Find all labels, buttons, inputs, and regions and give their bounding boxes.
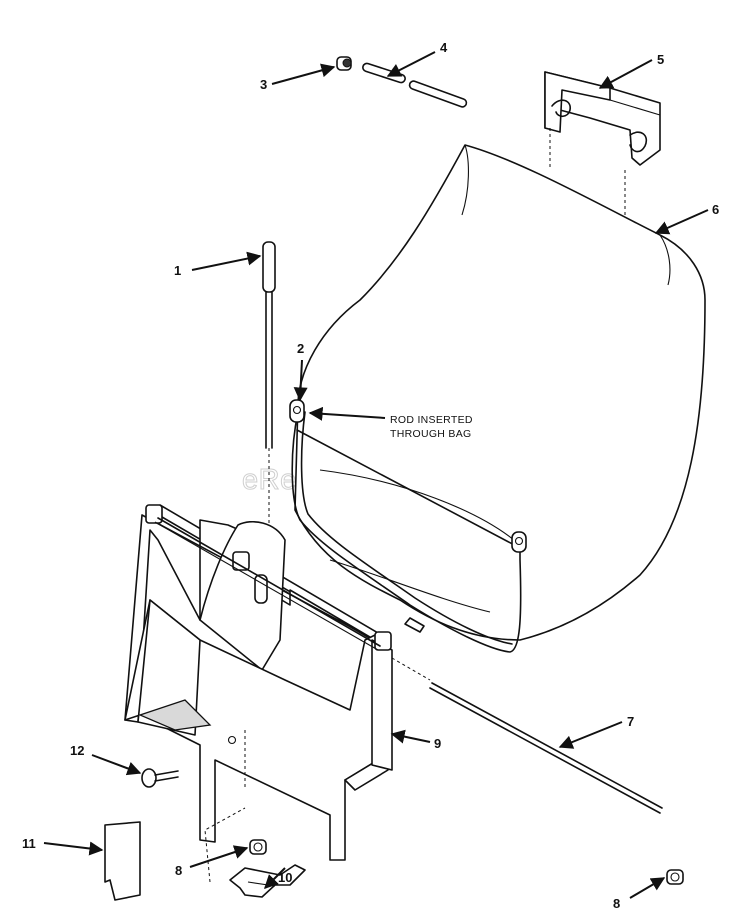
- callout-3: 3: [260, 77, 267, 92]
- chute-housing-part: [124, 504, 393, 861]
- callout-6: 6: [712, 202, 719, 217]
- callout-2: 2: [297, 341, 304, 356]
- callout-12: 12: [70, 743, 84, 758]
- callout-8-rod-nut: 8: [613, 896, 620, 911]
- nut-parts: [249, 839, 684, 885]
- bag-bracket-part: [544, 71, 661, 215]
- note-line-1: ROD INSERTED: [390, 414, 473, 426]
- callout-10: 10: [278, 870, 292, 885]
- grass-bag-part: [294, 144, 706, 641]
- handle-rod-part: [262, 241, 276, 530]
- long-rod-part: [391, 657, 663, 814]
- bolt-part: [141, 768, 179, 788]
- callout-11: 11: [22, 836, 36, 851]
- callout-4: 4: [440, 40, 448, 55]
- callout-1: 1: [174, 263, 181, 278]
- callout-8-latch-nut: 8: [175, 863, 182, 878]
- callout-9: 9: [434, 736, 441, 751]
- callout-7: 7: [627, 714, 634, 729]
- callout-arrows: [43, 51, 709, 899]
- decal-part: [104, 821, 141, 901]
- note-line-2: THROUGH BAG: [390, 428, 471, 440]
- pin-and-nut-parts: [336, 56, 468, 108]
- callout-5: 5: [657, 52, 664, 67]
- bag-frame-rod-part: [289, 399, 527, 653]
